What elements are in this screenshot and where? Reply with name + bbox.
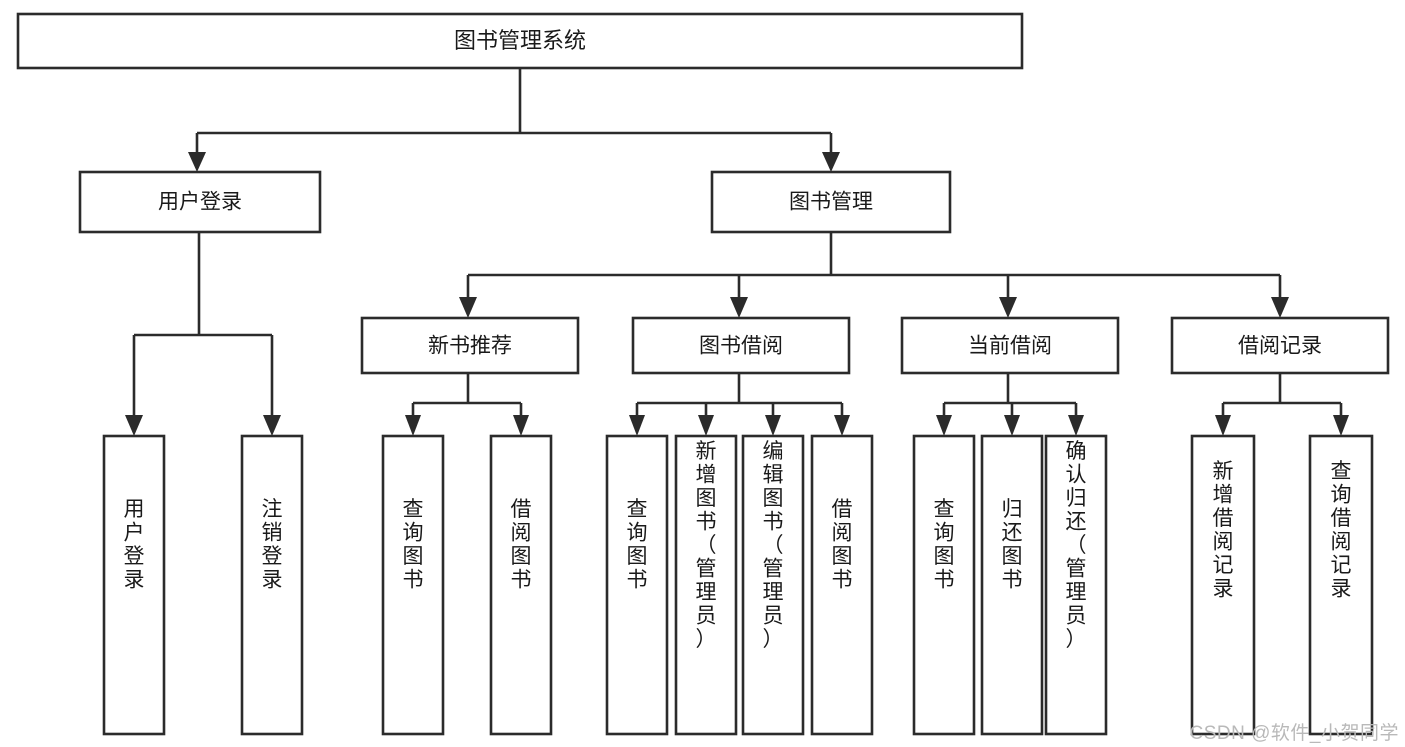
node-book-management[interactable]: 图书管理	[710, 170, 952, 234]
leaf-box[interactable]	[240, 434, 304, 736]
leaf-node-borrow-book-recommend[interactable]: 借阅图书	[489, 434, 553, 736]
leaf-node-query-book-borrow[interactable]: 查询图书	[605, 434, 669, 736]
leaf-box[interactable]	[1190, 434, 1256, 736]
leaf-box[interactable]	[674, 434, 738, 736]
leaf-node-query-book-recommend[interactable]: 查询图书	[381, 434, 445, 736]
arrowhead-current-borrow-leaf1	[936, 415, 952, 436]
borrow-record-label: 借阅记录	[1238, 335, 1322, 358]
leaf-label: 注销登录	[262, 498, 283, 592]
node-current-borrow[interactable]: 当前借阅	[900, 316, 1120, 375]
leaf-box[interactable]	[741, 434, 805, 736]
connectors-root-to-level2	[188, 68, 840, 172]
leaf-box[interactable]	[810, 434, 874, 736]
leaf-node-return-book[interactable]: 归还图书	[980, 434, 1044, 736]
connectors-current-borrow-to-leaves	[936, 373, 1084, 436]
new-book-recommend-label: 新书推荐	[428, 335, 512, 358]
leaf-box[interactable]	[912, 434, 976, 736]
book-management-label: 图书管理	[789, 191, 873, 214]
leaf-box[interactable]	[102, 434, 166, 736]
borrow-record-box[interactable]	[1170, 316, 1390, 375]
leaf-node-borrow-book[interactable]: 借阅图书	[810, 434, 874, 736]
new-book-recommend-box[interactable]	[360, 316, 580, 375]
leaf-box[interactable]	[381, 434, 445, 736]
node-new-book-recommend[interactable]: 新书推荐	[360, 316, 580, 375]
leaf-label: 查询图书	[934, 498, 955, 592]
leaf-node-user-login[interactable]: 用户登录	[102, 434, 166, 736]
current-borrow-label: 当前借阅	[968, 335, 1052, 358]
leaf-node-query-borrow-record[interactable]: 查询借阅记录	[1308, 434, 1374, 736]
arrowhead-to-user-login	[188, 152, 206, 172]
leaf-label: 用户登录	[124, 498, 145, 592]
user-login-box[interactable]	[78, 170, 322, 234]
arrowhead-user-login-leaf2	[263, 415, 281, 436]
arrowhead-new-book-leaf1	[405, 415, 421, 436]
root-label: 图书管理系统	[454, 28, 586, 53]
leaf-label: 查询图书	[403, 498, 424, 592]
leaf-label: 确认归还（管理员）	[1066, 440, 1087, 651]
leaf-box[interactable]	[1044, 434, 1108, 736]
leaf-box[interactable]	[489, 434, 553, 736]
leaf-node-add-book-admin[interactable]: 新增图书（管理员）	[674, 434, 738, 736]
leaf-box[interactable]	[605, 434, 669, 736]
arrowhead-borrow-record-leaf1	[1215, 415, 1231, 436]
connectors-new-book-to-leaves	[405, 373, 529, 436]
arrowhead-user-login-leaf1	[125, 415, 143, 436]
leaf-node-edit-book-admin[interactable]: 编辑图书（管理员）	[741, 434, 805, 736]
connectors-book-borrow-to-leaves	[629, 373, 850, 436]
node-user-login[interactable]: 用户登录	[78, 170, 322, 234]
leaf-node-logout[interactable]: 注销登录	[240, 434, 304, 736]
node-book-borrow[interactable]: 图书借阅	[631, 316, 851, 375]
leaf-label: 新增借阅记录	[1213, 460, 1234, 601]
leaf-label: 借阅图书	[511, 498, 532, 592]
book-borrow-box[interactable]	[631, 316, 851, 375]
csdn-watermark: CSDN @软件_小贺同学	[1189, 723, 1399, 744]
leaf-node-confirm-return-admin[interactable]: 确认归还（管理员）	[1044, 434, 1108, 736]
leaf-label: 查询借阅记录	[1331, 460, 1352, 601]
arrowhead-current-borrow-leaf3	[1068, 415, 1084, 436]
arrowhead-to-borrow-record	[1271, 297, 1289, 318]
leaf-node-query-book-current[interactable]: 查询图书	[912, 434, 976, 736]
leaf-label: 借阅图书	[832, 498, 853, 592]
arrowhead-book-borrow-leaf1	[629, 415, 645, 436]
root-box[interactable]	[16, 12, 1024, 70]
connectors-book-management-to-level3	[459, 232, 1289, 318]
leaf-box[interactable]	[1308, 434, 1374, 736]
leaf-label: 编辑图书（管理员）	[763, 440, 784, 651]
leaf-node-add-borrow-record[interactable]: 新增借阅记录	[1190, 434, 1256, 736]
node-root-book-management-system[interactable]: 图书管理系统	[16, 12, 1024, 70]
current-borrow-box[interactable]	[900, 316, 1120, 375]
book-borrow-label: 图书借阅	[699, 335, 783, 358]
connectors-user-login-to-leaves	[125, 232, 281, 436]
arrowhead-new-book-leaf2	[513, 415, 529, 436]
connectors-borrow-record-to-leaves	[1215, 373, 1349, 436]
arrowhead-to-current-borrow	[999, 297, 1017, 318]
user-login-label: 用户登录	[158, 191, 242, 214]
leaf-label: 新增图书（管理员）	[696, 440, 717, 651]
leaf-box[interactable]	[980, 434, 1044, 736]
node-borrow-record[interactable]: 借阅记录	[1170, 316, 1390, 375]
arrowhead-book-borrow-leaf3	[765, 415, 781, 436]
leaf-label: 归还图书	[1002, 498, 1023, 592]
arrowhead-book-borrow-leaf2	[698, 415, 714, 436]
arrowhead-borrow-record-leaf2	[1333, 415, 1349, 436]
arrowhead-to-book-management	[822, 152, 840, 172]
arrowhead-to-new-book	[459, 297, 477, 318]
arrowhead-book-borrow-leaf4	[834, 415, 850, 436]
arrowhead-current-borrow-leaf2	[1004, 415, 1020, 436]
leaf-label: 查询图书	[627, 498, 648, 592]
arrowhead-to-book-borrow	[730, 297, 748, 318]
book-management-box[interactable]	[710, 170, 952, 234]
